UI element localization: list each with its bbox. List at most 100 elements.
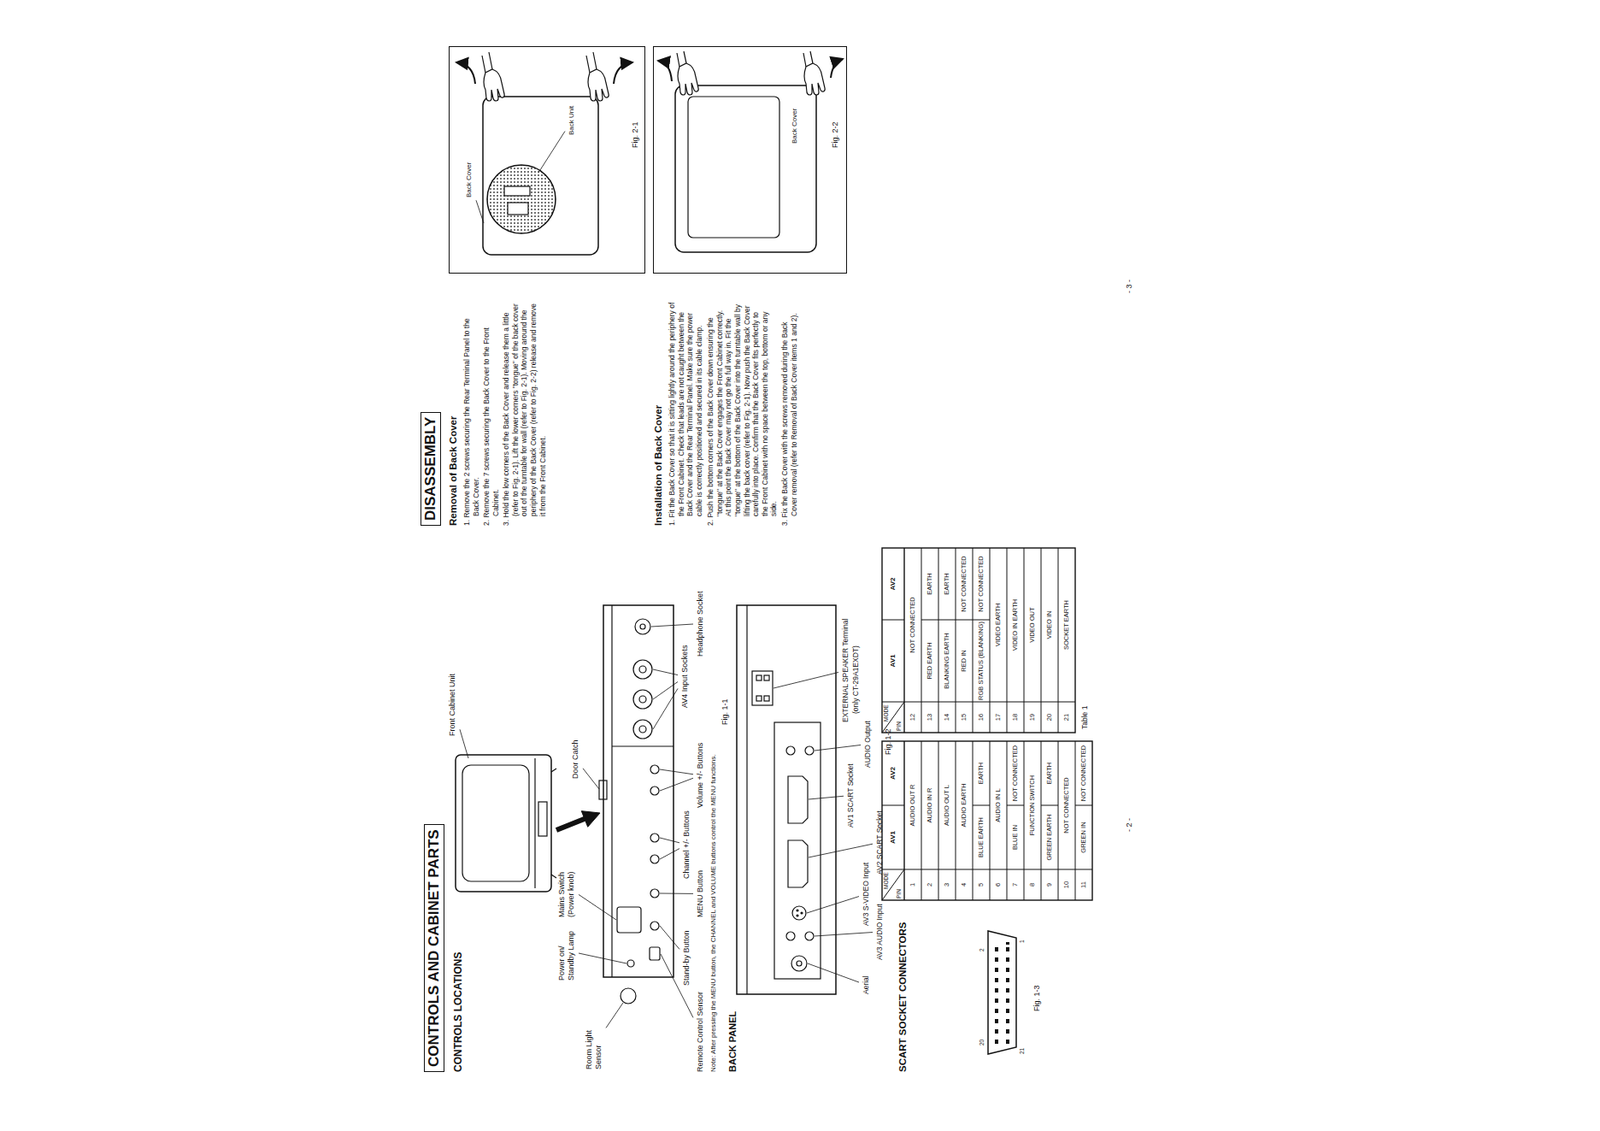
rect-shape <box>756 695 762 701</box>
rect-shape <box>994 977 999 983</box>
rect-shape <box>1005 977 1010 983</box>
table-cell: AUDIO EARTH <box>955 741 973 870</box>
circle-shape <box>633 719 653 739</box>
path-shape <box>1058 547 1059 733</box>
polygon-shape <box>581 811 600 828</box>
table-cell: 13 <box>921 701 939 733</box>
part-label: Mains Switch (Power knob) <box>557 855 577 918</box>
table-cell: 20 <box>1041 701 1059 733</box>
path-shape <box>814 932 873 936</box>
path-shape <box>955 741 957 900</box>
table-cell: 21 <box>1058 701 1076 733</box>
circle-shape <box>792 905 806 920</box>
tv-front-illustration <box>455 754 557 892</box>
line-shape <box>534 758 536 889</box>
path-shape <box>659 893 694 895</box>
circle-shape <box>650 786 659 795</box>
rect-shape <box>617 906 642 933</box>
rect-shape <box>538 801 548 836</box>
path-shape <box>538 131 565 173</box>
rect-shape <box>675 85 817 253</box>
table-cell: 6 <box>989 869 1007 900</box>
circle-shape <box>650 888 659 898</box>
path-shape <box>483 69 505 101</box>
circle-shape <box>627 959 635 967</box>
circle-shape <box>786 746 795 755</box>
pin-number: 2 <box>978 947 986 952</box>
procedure-step: 2. Remove the 7 screws securing the Back… <box>482 301 500 526</box>
path-shape <box>1041 805 1059 806</box>
table-cell: 5 <box>972 869 990 900</box>
table-cell: BLUE EARTH <box>972 805 990 870</box>
scart-connector-illustration <box>988 930 1017 1054</box>
path-shape <box>476 200 484 224</box>
path-shape <box>652 688 678 730</box>
path-shape <box>613 62 633 84</box>
figure-frame: Back CoverBack Unit <box>448 46 646 274</box>
rect-shape <box>752 670 773 706</box>
path-shape <box>676 51 687 67</box>
path-shape <box>1075 805 1093 806</box>
path-shape <box>456 62 476 84</box>
part-label: Room Light Sensor <box>584 1021 604 1070</box>
path-shape <box>788 840 808 888</box>
part-label: AV4 Input Sockets <box>680 645 690 708</box>
rect-shape <box>994 1008 999 1013</box>
table-cell: BLANKING EARTH <box>938 619 956 702</box>
path-shape <box>1023 547 1025 733</box>
rect-shape <box>504 186 530 196</box>
section-title-box: DISASSEMBLY <box>420 411 442 526</box>
circle-shape <box>791 955 807 971</box>
section-heading: BACK PANEL <box>727 1011 739 1072</box>
path-shape <box>808 795 844 800</box>
path-shape <box>1058 741 1059 900</box>
table-header: MODE <box>882 872 890 890</box>
table-header: MODE <box>882 705 890 723</box>
circle-shape <box>635 618 651 635</box>
pin-number: 20 <box>978 1039 986 1046</box>
path-shape <box>921 741 923 900</box>
rect-shape <box>1005 1039 1010 1044</box>
path-shape <box>903 547 905 733</box>
rect-shape <box>994 967 999 972</box>
rect-shape <box>603 605 674 977</box>
table-cell: NOT CONNECTED <box>1058 741 1076 870</box>
circle-shape <box>650 854 659 864</box>
table-cell: FUNCTION SWITCH <box>1023 741 1042 870</box>
path-shape <box>988 930 1017 1054</box>
circle-shape <box>650 833 659 842</box>
rect-shape <box>1005 998 1010 1003</box>
leader-lines <box>459 131 873 1029</box>
rect-shape <box>882 741 1093 900</box>
table-cell: NOT CONNECTED <box>972 547 990 620</box>
path-shape <box>482 52 493 73</box>
path-shape <box>989 741 991 900</box>
path-shape <box>1041 547 1042 733</box>
path-shape <box>605 1002 624 1028</box>
path-shape <box>578 952 627 964</box>
figure-caption: Fig. 1-3 <box>1032 984 1042 1012</box>
front-panel-illustration <box>599 605 674 1004</box>
rect-shape <box>1005 941 1010 945</box>
part-label: AUDIO Output <box>863 720 872 768</box>
table-header: AV2 <box>882 741 905 806</box>
circle-shape <box>639 695 647 703</box>
circle-shape <box>639 725 647 733</box>
path-shape <box>989 547 991 733</box>
path-shape <box>1006 805 1024 806</box>
rect-shape <box>688 96 780 238</box>
path-shape <box>807 963 859 983</box>
circle-shape <box>487 164 556 234</box>
table-cell: VIDEO IN <box>1041 547 1059 702</box>
path-shape <box>938 741 940 900</box>
part-label: Door Catch <box>570 739 581 779</box>
figure-caption: Fig. 2-2 <box>830 121 841 148</box>
section-heading: CONTROLS LOCATIONS <box>452 952 465 1072</box>
path-shape <box>882 619 905 621</box>
rect-shape <box>1005 947 1010 952</box>
part-label: Front Cabinet Unit <box>447 673 458 736</box>
table-cell: 12 <box>904 701 922 733</box>
path-shape <box>459 729 469 759</box>
path-shape <box>578 894 617 920</box>
part-label: MENU Button <box>695 870 706 918</box>
